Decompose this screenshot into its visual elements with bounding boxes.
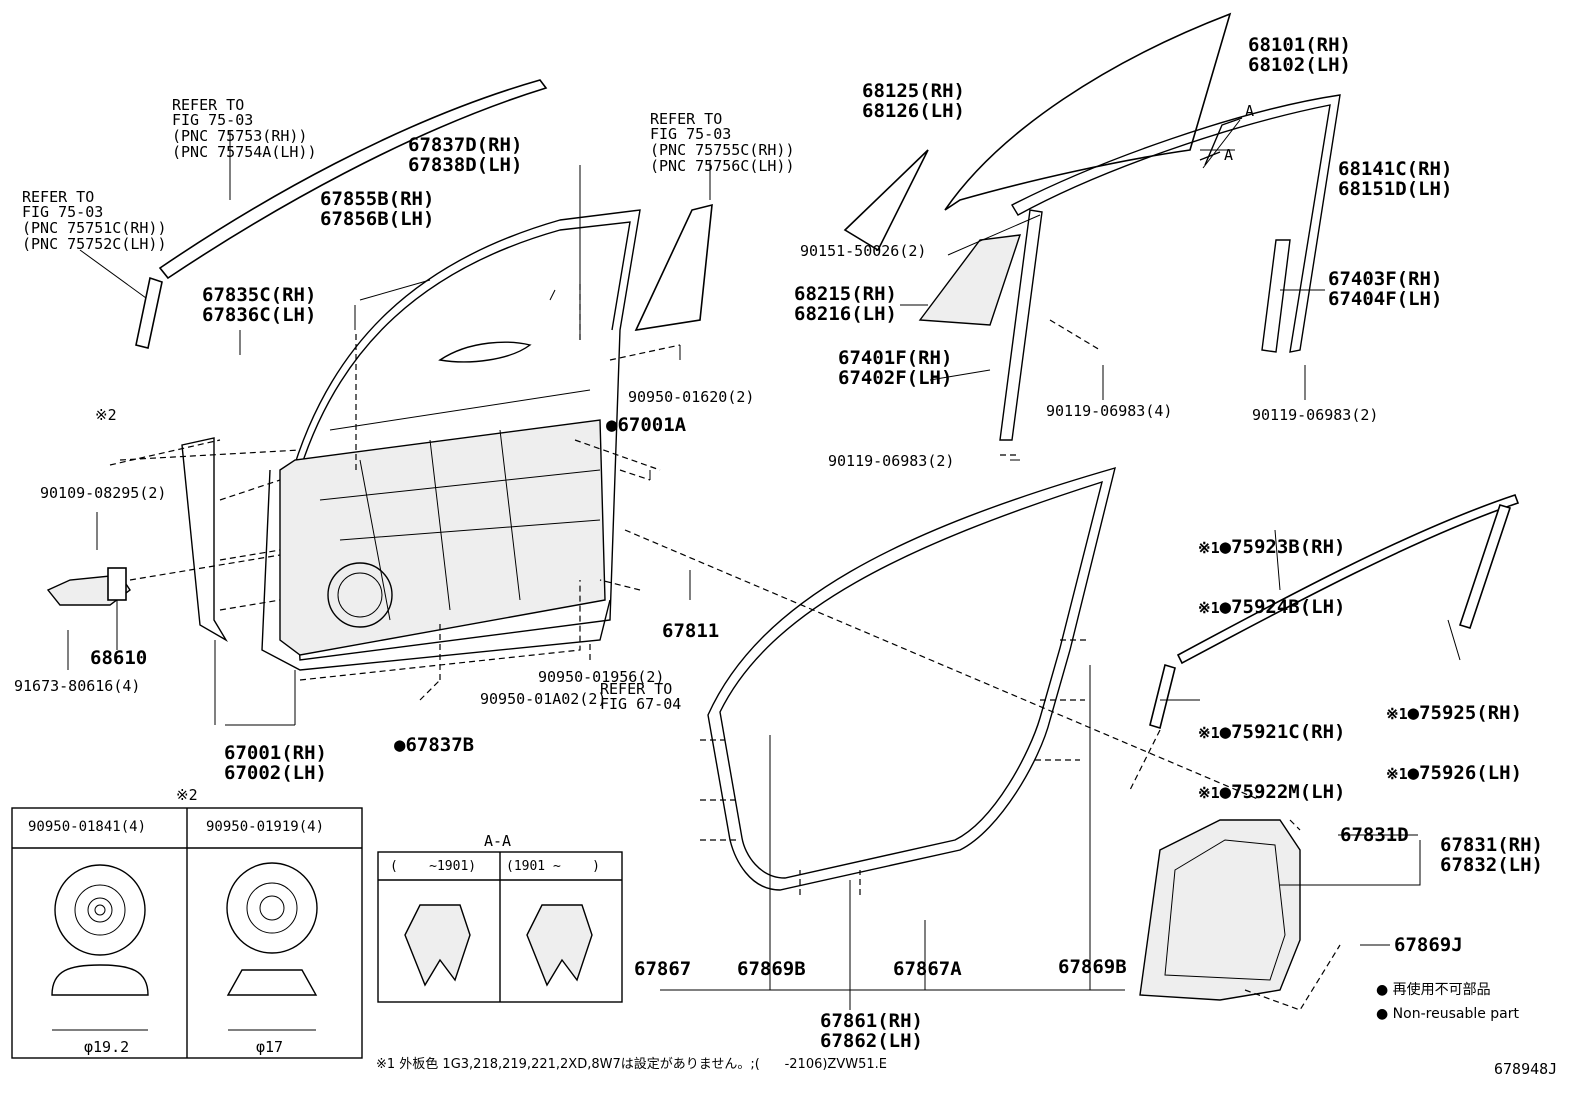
- part-90119-06983-2-a: 90119-06983(2): [1252, 406, 1379, 424]
- part-67837d: 67837D(RH)67838D(LH): [408, 134, 523, 176]
- delta-glass-frame: [918, 234, 1022, 326]
- part-67867a: 67867A: [893, 958, 962, 980]
- part-67811: 67811: [662, 620, 720, 642]
- belt-molding-lower: [1149, 663, 1176, 730]
- part-68610: 68610: [90, 647, 148, 669]
- part-67869b-right: 67869B: [1058, 956, 1127, 978]
- door-seal-outline: [181, 437, 228, 642]
- rear-sash: [634, 203, 713, 332]
- part-75921c: ※175921C(RH) ※175922M(LH): [1198, 683, 1345, 823]
- part-67831d: 67831D: [1340, 824, 1409, 846]
- section-aa-col-new: (1901 ~ ): [506, 859, 600, 874]
- part-67869b-left: 67869B: [737, 958, 806, 980]
- service-hole-cover: [1139, 819, 1301, 1001]
- section-aa-col-old: ( ~1901): [390, 859, 477, 874]
- part-68215: 68215(RH)68216(LH): [794, 283, 897, 325]
- diameter-17: φ17: [256, 1038, 284, 1056]
- table-header-90950-01919: 90950-01919(4): [206, 819, 325, 835]
- legend-non-reusable-jp: ● 再使用不可部品: [1376, 982, 1491, 998]
- section-arrow: [1204, 117, 1243, 166]
- part-68141c: 68141C(RH)68151D(LH): [1338, 158, 1453, 200]
- part-67403f: 67403F(RH)67404F(LH): [1328, 268, 1443, 310]
- section-arrow-label-a1: A: [1245, 102, 1255, 120]
- glass-run-channel: [1011, 94, 1341, 353]
- belt-molding-rear: [1458, 504, 1512, 629]
- part-68125: 68125(RH)68126(LH): [862, 80, 965, 122]
- part-67831: 67831(RH)67832(LH): [1440, 834, 1543, 876]
- table-note-mark-2: ※2: [176, 786, 198, 804]
- part-90119-06983-2-b: 90119-06983(2): [828, 452, 955, 470]
- section-arrow-label-a2: A: [1224, 146, 1234, 164]
- note-mark-2-top: ※2: [95, 406, 117, 424]
- part-90950-01620: 90950-01620(2): [628, 388, 755, 406]
- part-67835c: 67835C(RH)67836C(LH): [202, 284, 317, 326]
- part-67867: 67867: [634, 958, 692, 980]
- door-weatherstrip: [707, 466, 1116, 891]
- clip-90950-01841: [51, 864, 149, 1031]
- part-67861: 67861(RH)67862(LH): [820, 1010, 923, 1052]
- section-aa-old: [404, 904, 471, 987]
- table-header-90950-01841: 90950-01841(4): [28, 819, 147, 835]
- part-91673-80616: 91673-80616(4): [14, 677, 141, 695]
- figure-id: 678948J: [1494, 1060, 1558, 1078]
- belt-molding-upper: [1176, 493, 1520, 665]
- part-90151-50026: 90151-50026(2): [800, 242, 927, 260]
- quarter-glass: [843, 149, 929, 252]
- legend-non-reusable-en: ● Non-reusable part: [1376, 1006, 1519, 1022]
- diameter-19-2: φ19.2: [84, 1038, 130, 1056]
- section-aa-title: A-A: [484, 832, 512, 850]
- part-67001: 67001(RH)67002(LH): [224, 742, 327, 784]
- part-67869j: 67869J: [1394, 934, 1463, 956]
- part-67855b: 67855B(RH)67856B(LH): [320, 188, 435, 230]
- front-door-glass: [944, 12, 1232, 211]
- part-67837b: 67837B: [394, 735, 474, 756]
- part-67401f: 67401F(RH)67402F(LH): [838, 347, 953, 389]
- part-67001a: 67001A: [606, 415, 686, 436]
- part-68101: 68101(RH)68102(LH): [1248, 34, 1351, 76]
- section-aa-new: [526, 904, 593, 987]
- footnote: ※1 外板色 1G3,218,219,221,2XD,8W7は設定がありません。…: [376, 1057, 887, 1072]
- part-75925: ※175925(RH) ※175926(LH): [1386, 664, 1522, 804]
- part-90950-01956: 90950-01956(2): [538, 668, 665, 686]
- front-door-frame: [261, 209, 641, 671]
- part-90950-01a02: 90950-01A02(2): [480, 690, 607, 708]
- clip-90950-01919: [226, 862, 318, 1031]
- part-90109-08295: 90109-08295(2): [40, 484, 167, 502]
- part-90119-06983-4: 90119-06983(4): [1046, 402, 1173, 420]
- roof-molding-end: [135, 276, 163, 349]
- roof-molding-strip: [158, 79, 548, 280]
- part-75923b: ※175923B(RH) ※175924B(LH): [1198, 498, 1345, 638]
